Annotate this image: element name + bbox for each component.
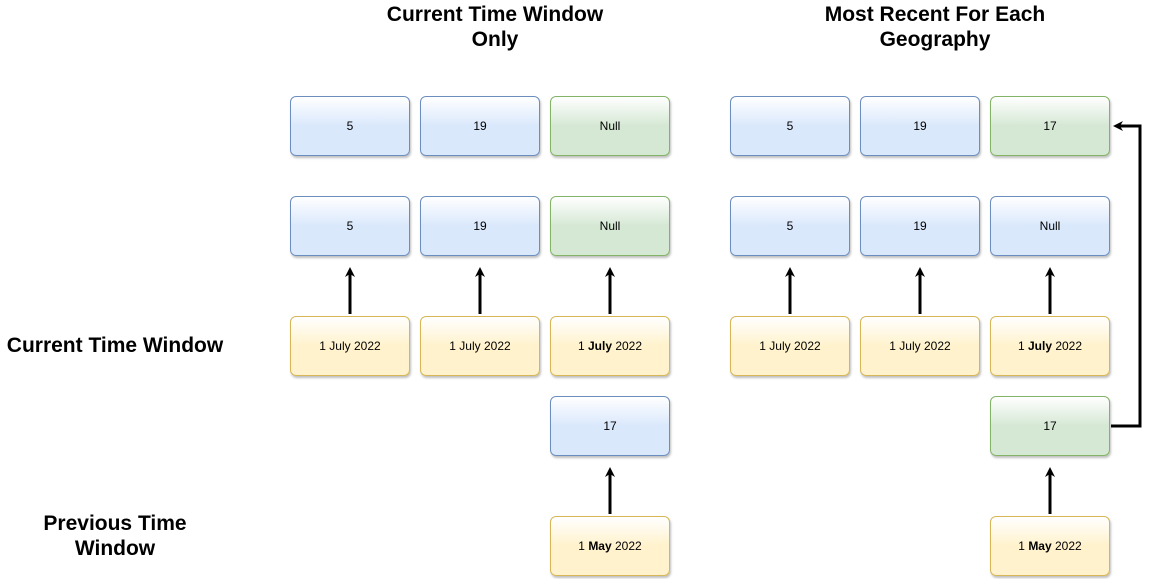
left-column-title: Current Time Window Only <box>386 3 604 51</box>
right-date-2: 1 July 2022 <box>889 339 951 353</box>
left-value-box-3: Null <box>550 196 670 256</box>
right-date-1: 1 July 2022 <box>759 339 821 353</box>
left-result-value-1: 5 <box>346 119 354 133</box>
right-value-3: Null <box>1039 219 1061 233</box>
right-result-box-3: 17 <box>990 96 1110 156</box>
left-value-1: 5 <box>346 219 354 233</box>
left-result-box-3: Null <box>550 96 670 156</box>
left-result-value-2: 19 <box>473 119 487 133</box>
right-date-box-1: 1 July 2022 <box>730 316 850 376</box>
left-previous-date-box: 1 May 2022 <box>550 516 670 576</box>
left-date-box-2: 1 July 2022 <box>420 316 540 376</box>
right-value-2: 19 <box>913 219 927 233</box>
current-time-window-label: Current Time Window <box>6 334 224 357</box>
right-result-value-1: 5 <box>786 119 794 133</box>
right-result-value-2: 19 <box>913 119 927 133</box>
right-value-box-3: Null <box>990 196 1110 256</box>
left-value-box-2: 19 <box>420 196 540 256</box>
left-value-2: 19 <box>473 219 487 233</box>
left-result-box-1: 5 <box>290 96 410 156</box>
right-date-3: 1 July 2022 <box>1017 339 1083 353</box>
left-date-1: 1 July 2022 <box>319 339 381 353</box>
right-column-title: Most Recent For Each Geography <box>824 3 1046 51</box>
left-date-2: 1 July 2022 <box>449 339 511 353</box>
previous-time-window-label: Previous Time Window <box>43 512 187 560</box>
left-previous-value-box: 17 <box>550 396 670 456</box>
right-date-box-2: 1 July 2022 <box>860 316 980 376</box>
right-previous-value: 17 <box>1043 419 1057 433</box>
right-date-box-3: 1 July 2022 <box>990 316 1110 376</box>
left-date-3: 1 July 2022 <box>577 339 643 353</box>
left-date-box-3: 1 July 2022 <box>550 316 670 376</box>
right-result-value-3: 17 <box>1043 119 1057 133</box>
left-previous-date: 1 May 2022 <box>578 539 642 553</box>
right-previous-value-box: 17 <box>990 396 1110 456</box>
left-value-box-1: 5 <box>290 196 410 256</box>
right-value-box-1: 5 <box>730 196 850 256</box>
left-previous-value: 17 <box>603 419 617 433</box>
left-result-box-2: 19 <box>420 96 540 156</box>
left-result-value-3: Null <box>599 119 621 133</box>
right-value-1: 5 <box>786 219 794 233</box>
right-value-box-2: 19 <box>860 196 980 256</box>
left-date-box-1: 1 July 2022 <box>290 316 410 376</box>
right-previous-date-box: 1 May 2022 <box>990 516 1110 576</box>
right-previous-date: 1 May 2022 <box>1018 539 1082 553</box>
arrow-carry-forward <box>1111 121 1142 428</box>
right-result-box-1: 5 <box>730 96 850 156</box>
left-value-3: Null <box>599 219 621 233</box>
right-result-box-2: 19 <box>860 96 980 156</box>
